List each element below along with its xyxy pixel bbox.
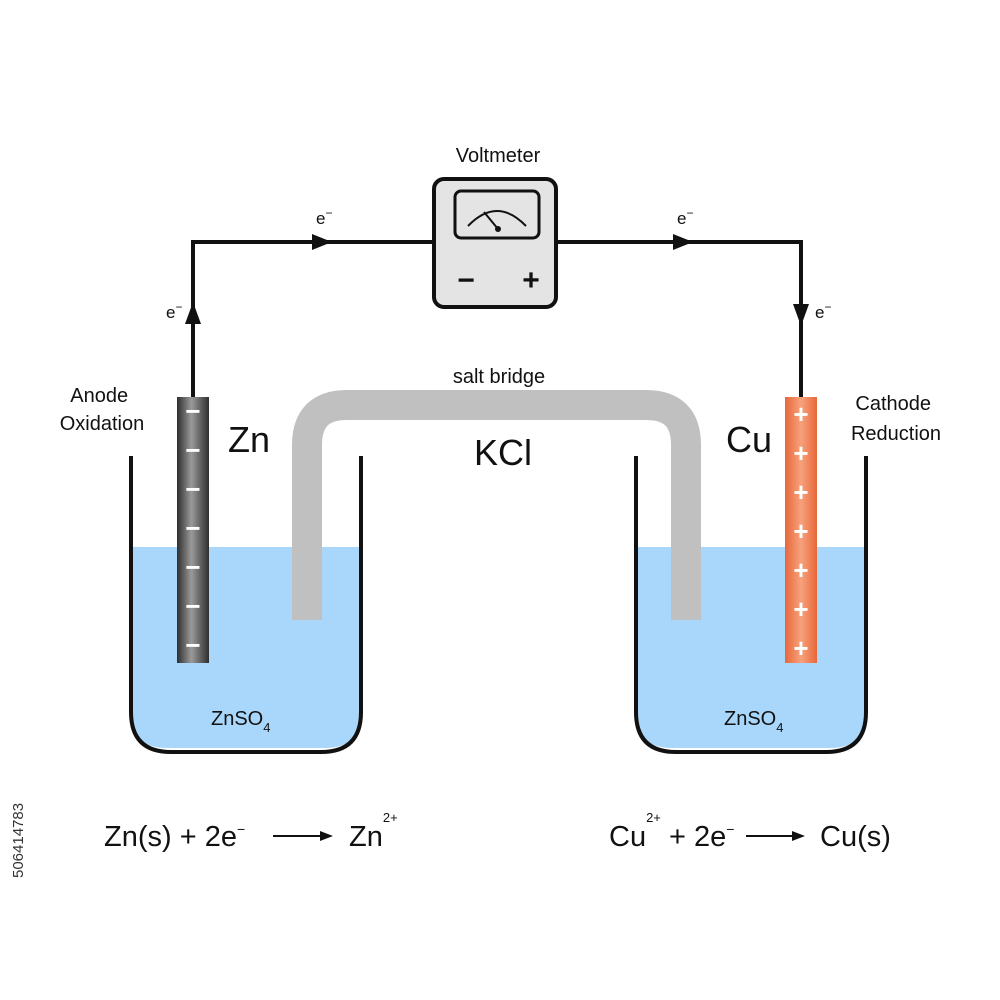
electron-arrow-right-2 — [673, 234, 693, 250]
electron-arrow-up — [185, 302, 201, 324]
circuit-wire-left — [191, 240, 434, 397]
voltmeter-display — [453, 189, 541, 240]
positive-charge-sign: + — [793, 477, 808, 507]
salt-bridge-compound: KCl — [474, 432, 532, 473]
cathode-half-reaction-right: Cu(s) — [820, 821, 891, 853]
negative-charge-sign: − — [185, 591, 200, 621]
salt-bridge-tube — [292, 390, 701, 620]
anode-half-reaction-left: Zn(s) + 2e− — [104, 821, 245, 853]
positive-charge-sign: + — [793, 438, 808, 468]
anode-reaction-arrow — [273, 831, 333, 841]
positive-charge-sign: + — [793, 594, 808, 624]
voltmeter-label: Voltmeter — [456, 145, 541, 167]
negative-charge-sign: − — [185, 630, 200, 660]
cathode-reaction-arrow — [746, 831, 805, 841]
zinc-metal-label: Zn — [228, 419, 270, 460]
anode-half-reaction-right: Zn2+ — [349, 810, 398, 853]
voltmeter-dial-arc — [467, 210, 527, 227]
negative-charge-sign: − — [185, 435, 200, 465]
right-beaker — [634, 456, 868, 754]
copper-electrode — [785, 397, 817, 663]
electron-label-top-left: e− — [316, 206, 332, 228]
positive-charge-sign: + — [793, 555, 808, 585]
left-beaker — [129, 456, 363, 754]
left-electrolyte-label: ZnSO4 — [211, 708, 270, 735]
electron-arrow-right-1 — [312, 234, 332, 250]
salt-bridge-label: salt bridge — [453, 366, 545, 388]
positive-charge-sign: + — [793, 399, 808, 429]
svg-text:506414783: 506414783 — [10, 803, 27, 878]
electron-arrow-down — [793, 304, 809, 326]
right-electrolyte-label: ZnSO4 — [724, 708, 783, 735]
anode-label: Anode Oxidation — [60, 385, 145, 435]
voltmeter-pivot — [495, 226, 501, 232]
circuit-wire-right — [556, 240, 803, 397]
voltmeter-needle — [483, 211, 499, 230]
voltmeter-minus-terminal: − — [457, 264, 475, 297]
positive-charge-sign: + — [793, 633, 808, 663]
negative-charge-sign: − — [185, 552, 200, 582]
zinc-electrode — [177, 397, 209, 663]
electron-label-right-vertical: e− — [815, 300, 831, 322]
negative-charge-sign: − — [185, 513, 200, 543]
negative-charge-sign: − — [185, 396, 200, 426]
electron-label-top-right: e− — [677, 206, 693, 228]
positive-charge-sign: + — [793, 516, 808, 546]
cathode-half-reaction-left: Cu2+ + 2e− — [609, 810, 734, 853]
voltmeter-plus-terminal: + — [522, 264, 540, 297]
stock-id-label: 506414783 — [10, 803, 27, 878]
copper-electrode-charges: + + + + + + + — [793, 399, 808, 663]
negative-charge-sign: − — [185, 474, 200, 504]
electron-label-left-vertical: e− — [166, 300, 182, 322]
copper-metal-label: Cu — [726, 419, 772, 460]
cathode-label: Cathode Reduction — [851, 393, 941, 445]
zinc-electrode-charges: − − − − − − − — [185, 396, 200, 660]
